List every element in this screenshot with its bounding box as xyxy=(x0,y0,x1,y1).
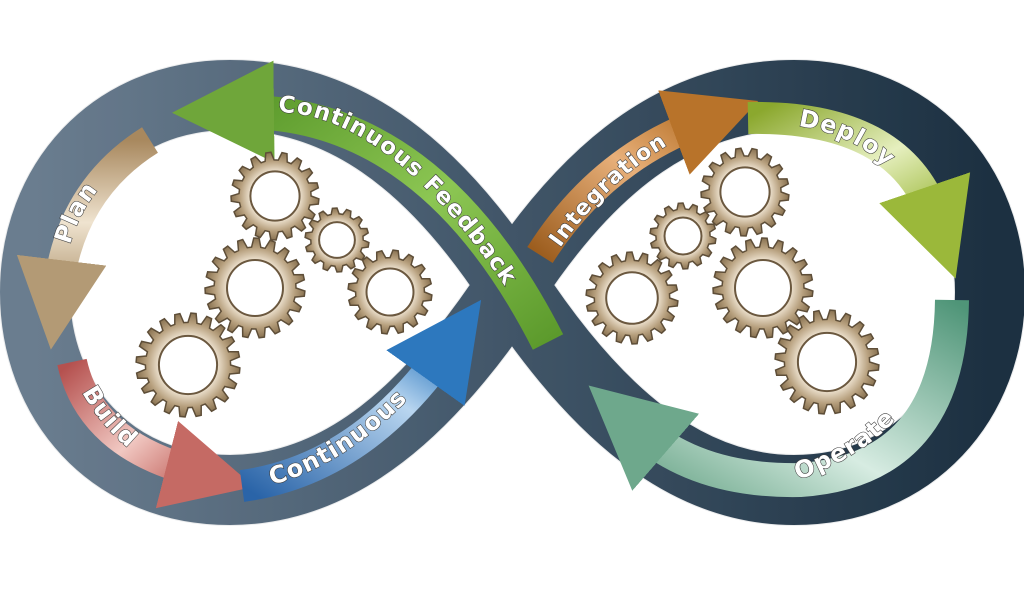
integration-arrow xyxy=(527,90,759,264)
deploy-arrow xyxy=(747,101,971,279)
gear-icon xyxy=(585,251,679,345)
gear-icon xyxy=(347,249,433,335)
continuous-feedback-arrow xyxy=(172,60,564,350)
gear-icon xyxy=(712,237,814,339)
gear-cluster xyxy=(135,147,880,418)
continuous-arrow xyxy=(239,299,482,502)
plan-arrow xyxy=(16,127,159,350)
gear-icon xyxy=(230,151,320,241)
build-arrow xyxy=(57,358,255,509)
gear-icon xyxy=(649,202,717,270)
gear-icon xyxy=(700,147,790,237)
gear-icon xyxy=(304,207,370,273)
gear-icon xyxy=(204,237,306,339)
operate-arrow xyxy=(588,299,969,498)
gear-icon xyxy=(774,309,880,415)
gear-icon xyxy=(135,312,241,418)
